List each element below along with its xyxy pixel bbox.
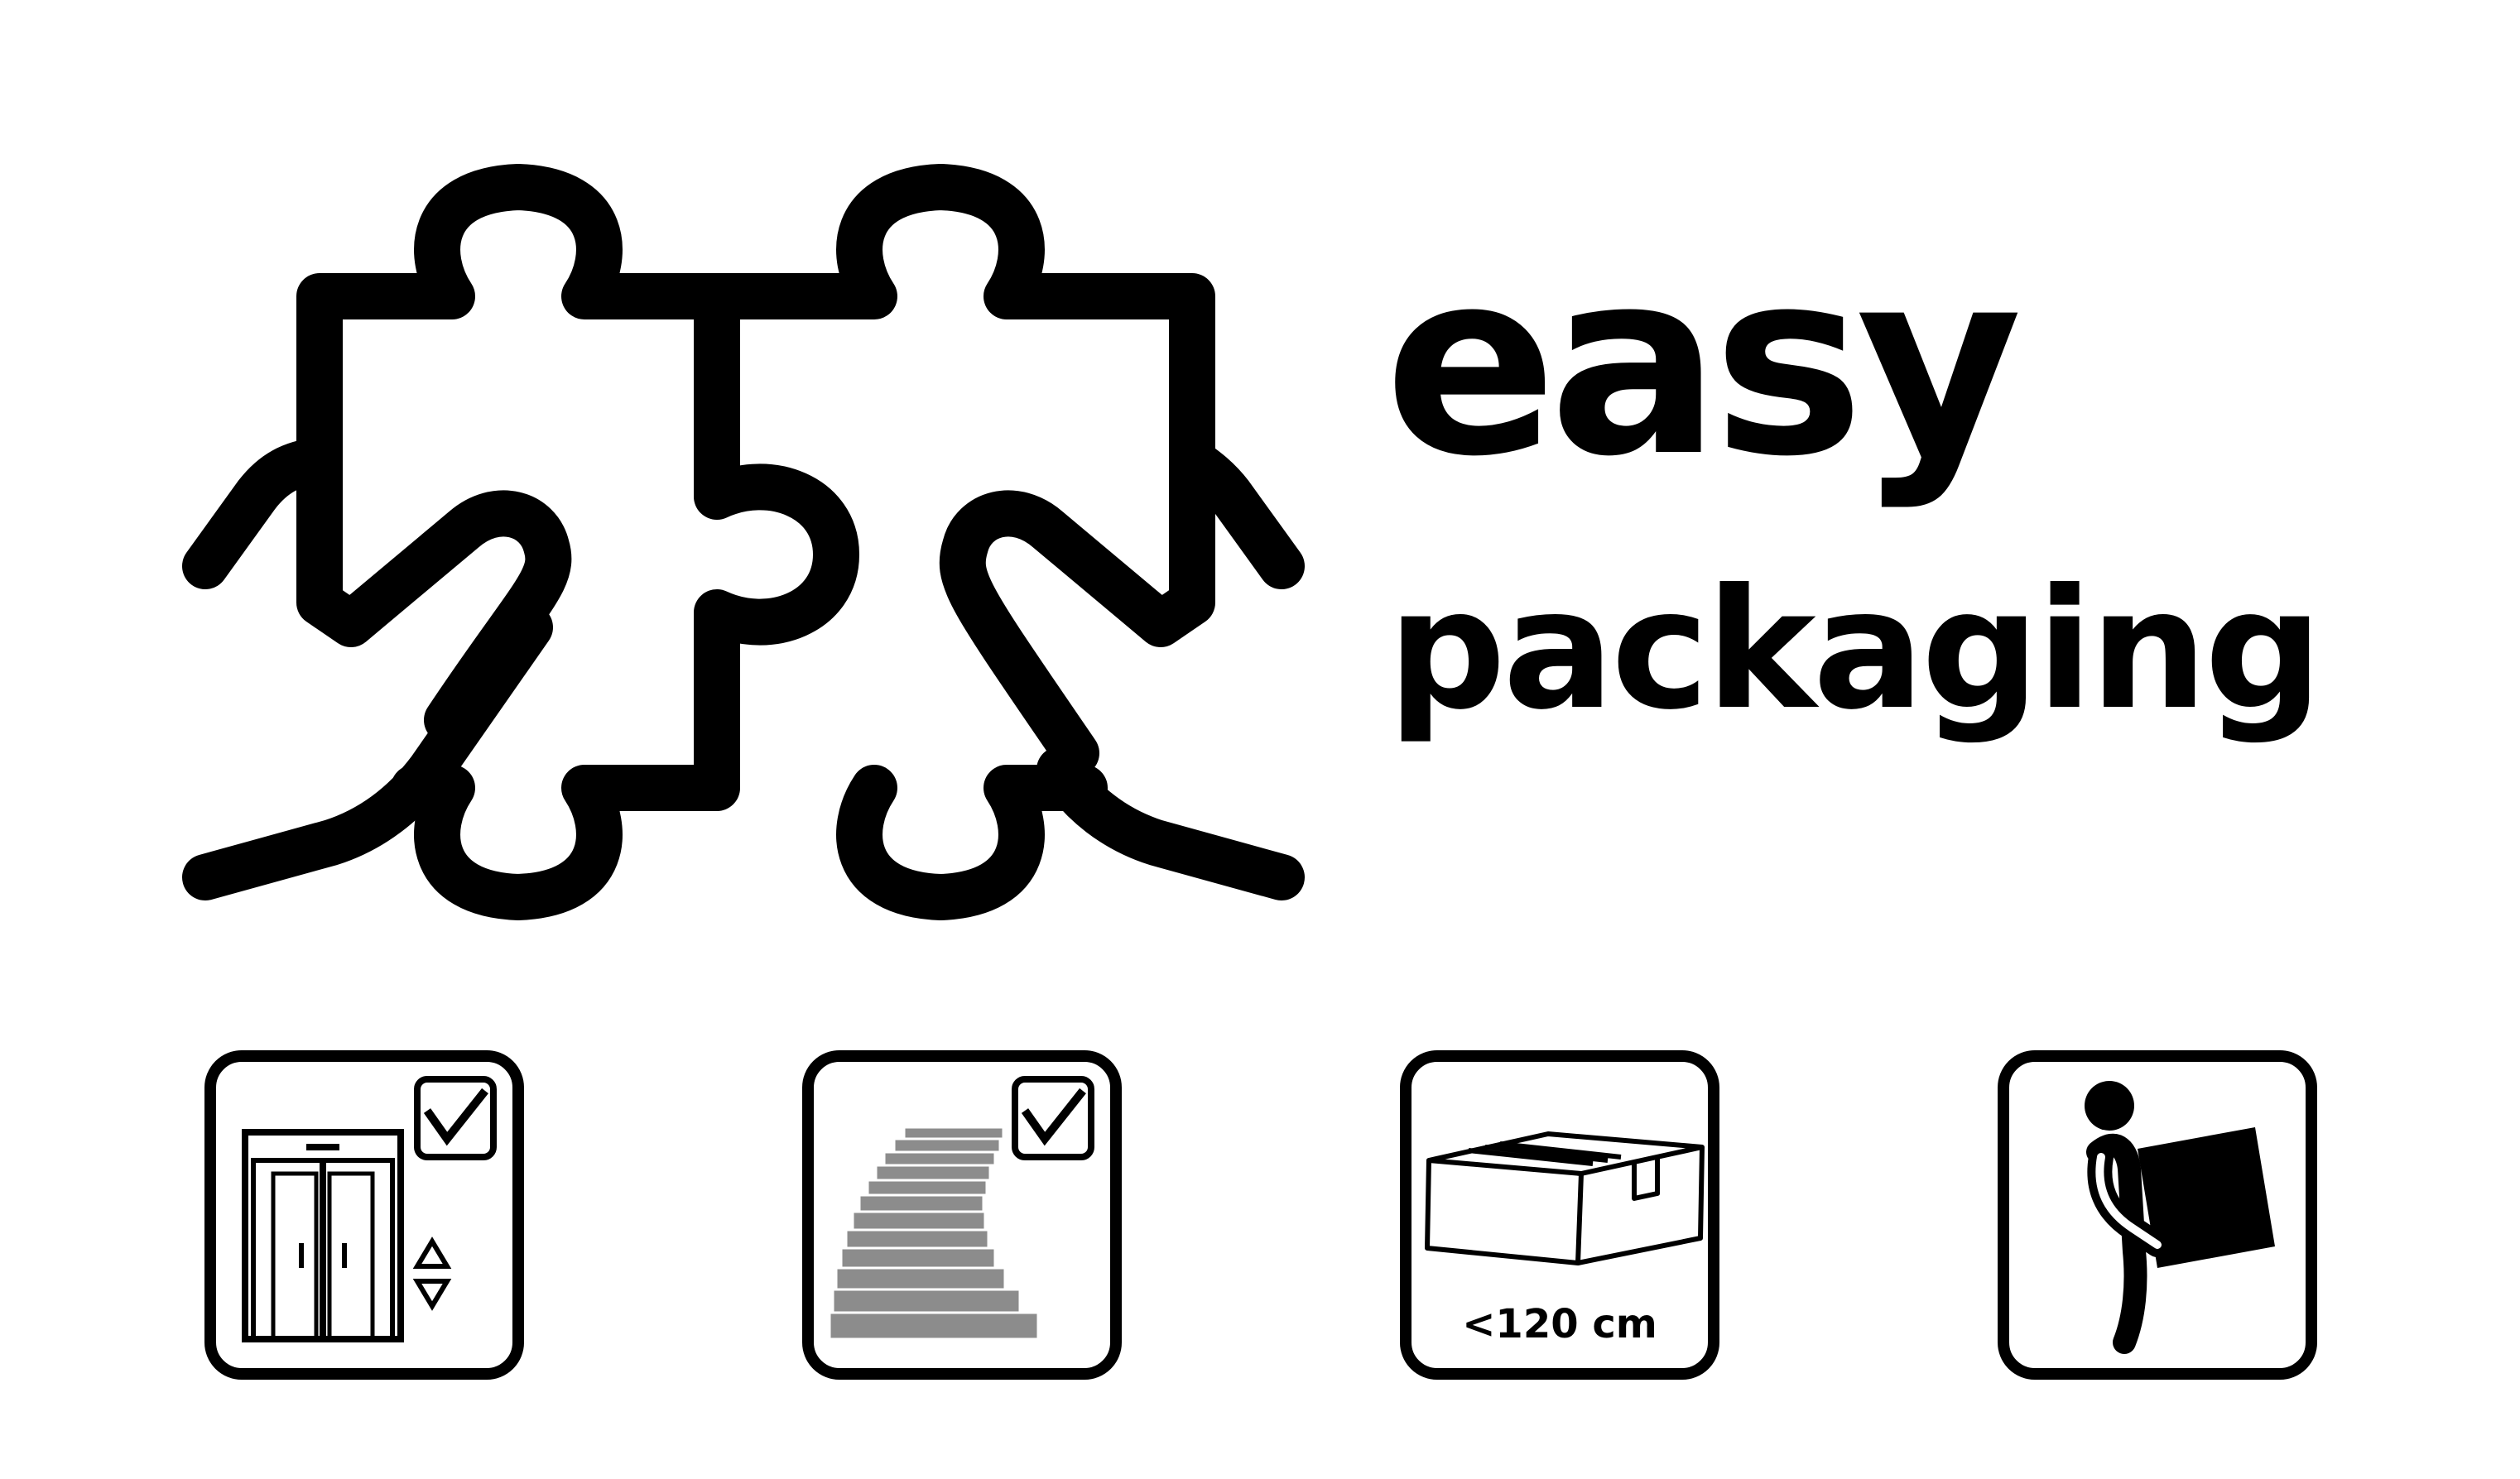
feature-tile-elevator (199, 1044, 530, 1385)
stairs-check-icon (802, 1050, 1122, 1380)
person-carrying-box-icon (1998, 1050, 2317, 1380)
right-arm (1036, 437, 1305, 900)
elevator-check-icon (204, 1050, 524, 1380)
right-puzzle-piece (694, 164, 1215, 920)
puzzle-handshake-icon (182, 164, 1305, 920)
left-arm (182, 437, 553, 900)
feature-tile-stairs (796, 1044, 1128, 1385)
headline-easy: easy (1384, 215, 2022, 512)
box-size-icon (1400, 1050, 1719, 1380)
feature-tile-box-size: <120 cm (1394, 1044, 1725, 1385)
feature-tile-carry (1992, 1044, 2323, 1385)
headline-packaging: packaging (1387, 554, 2323, 747)
box-size-caption: <120 cm (1462, 1301, 1657, 1347)
